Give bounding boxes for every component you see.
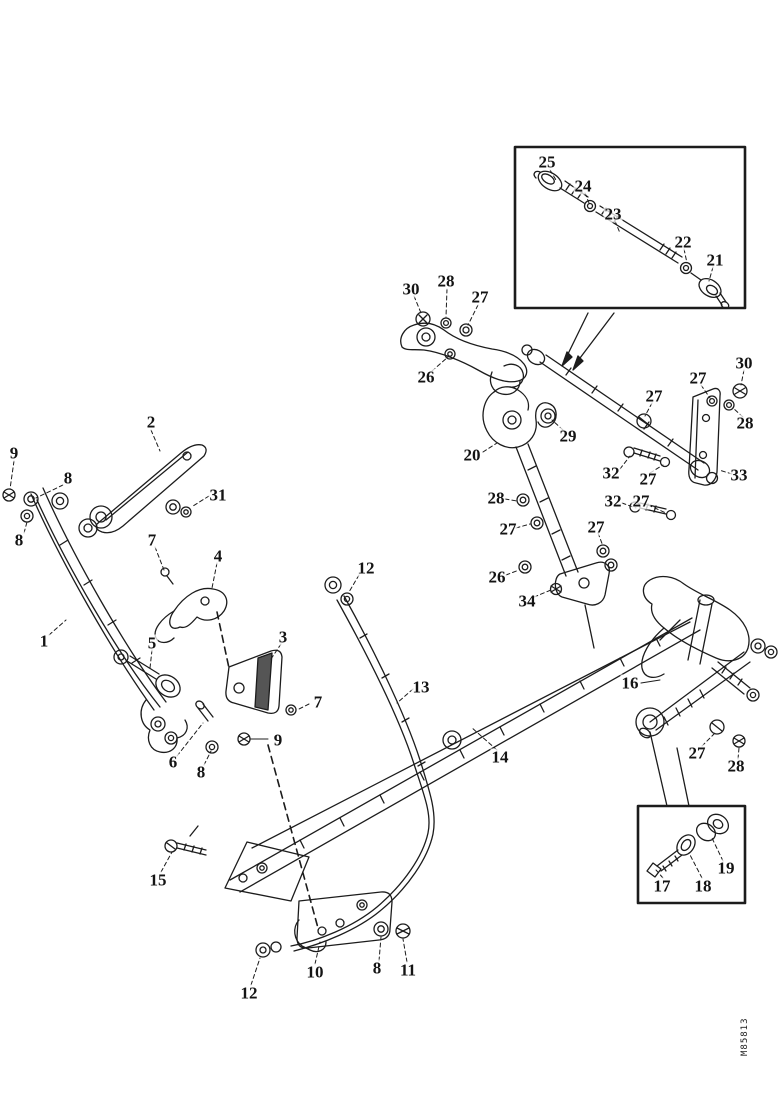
- left-arm-art: [2, 487, 188, 754]
- inset-pointer-arrows: [561, 312, 615, 371]
- support-strut-art: [482, 386, 618, 649]
- dashed-axes: [216, 611, 319, 929]
- document-code: M85813: [740, 1017, 750, 1056]
- leader-lines: [9, 169, 745, 986]
- axle-beam-art: [224, 617, 701, 902]
- tie-rod-5-art: [113, 649, 181, 698]
- bracket-2-art: [78, 444, 207, 538]
- bellcrank-assembly-art: [400, 311, 528, 396]
- spindle-16-art: [189, 575, 778, 837]
- bracket-3-art: [195, 649, 297, 754]
- rod-13-art: [255, 576, 435, 958]
- bracket-10-art: [164, 839, 411, 953]
- bracket-33-art: [623, 383, 748, 521]
- bracket-4-art: [154, 567, 228, 644]
- drag-link-art: [521, 344, 719, 485]
- tie-rod-inset-art: [513, 145, 747, 310]
- pivot-hardware-inset-art: [636, 804, 747, 905]
